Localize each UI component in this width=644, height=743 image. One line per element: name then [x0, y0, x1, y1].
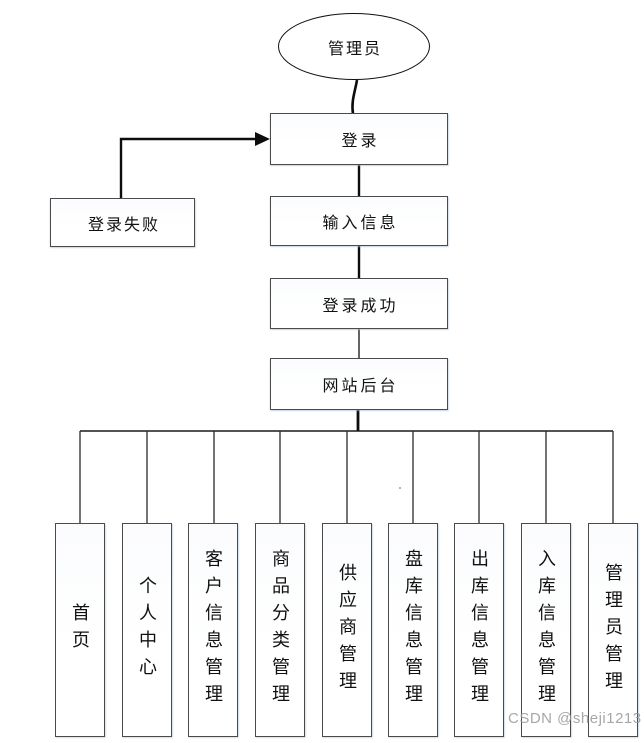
module-box-stocktake-info: 盘库信息管理 [388, 523, 438, 737]
node-login: 登录 [270, 113, 448, 165]
module-label-home: 首页 [70, 603, 90, 657]
node-login-success: 登录成功 [270, 278, 448, 329]
node-input-info: 输入信息 [270, 196, 448, 246]
module-box-admin-management: 管理员管理 [588, 523, 638, 737]
module-label-stocktake-info: 盘库信息管理 [403, 549, 423, 711]
node-admin: 管理员 [278, 13, 430, 80]
edge-fail-login [119, 137, 256, 198]
node-login-success-label: 登录成功 [322, 297, 399, 315]
watermark-text: CSDN @sheji1213 [508, 710, 642, 727]
module-label-outbound-info: 出库信息管理 [469, 549, 489, 711]
module-box-inbound-info: 入库信息管理 [521, 523, 571, 737]
arrowhead-icon [255, 132, 270, 146]
module-box-outbound-info: 出库信息管理 [454, 523, 504, 737]
node-login-fail: 登录失败 [50, 198, 195, 247]
module-label-inbound-info: 入库信息管理 [536, 549, 556, 711]
node-admin-label: 管理员 [327, 40, 382, 58]
module-box-home: 首页 [55, 523, 105, 737]
module-label-admin-management: 管理员管理 [603, 562, 623, 698]
node-site-backend: 网站后台 [270, 358, 448, 410]
edge-admin-login [351, 79, 359, 115]
module-label-customer-info: 客户信息管理 [203, 549, 223, 711]
module-box-customer-info: 客户信息管理 [188, 523, 238, 737]
module-box-personal-center: 个人中心 [122, 523, 172, 737]
node-login-label: 登录 [341, 133, 380, 150]
module-label-supplier: 供应商管理 [337, 562, 357, 698]
node-login-fail-label: 登录失败 [87, 216, 160, 234]
module-label-product-category: 商品分类管理 [270, 549, 290, 711]
module-box-product-category: 商品分类管理 [255, 523, 305, 737]
dot-artifact [399, 487, 401, 489]
node-site-backend-label: 网站后台 [322, 378, 399, 395]
module-box-supplier: 供应商管理 [322, 523, 372, 737]
node-input-info-label: 输入信息 [322, 215, 399, 232]
module-label-personal-center: 个人中心 [137, 576, 157, 684]
